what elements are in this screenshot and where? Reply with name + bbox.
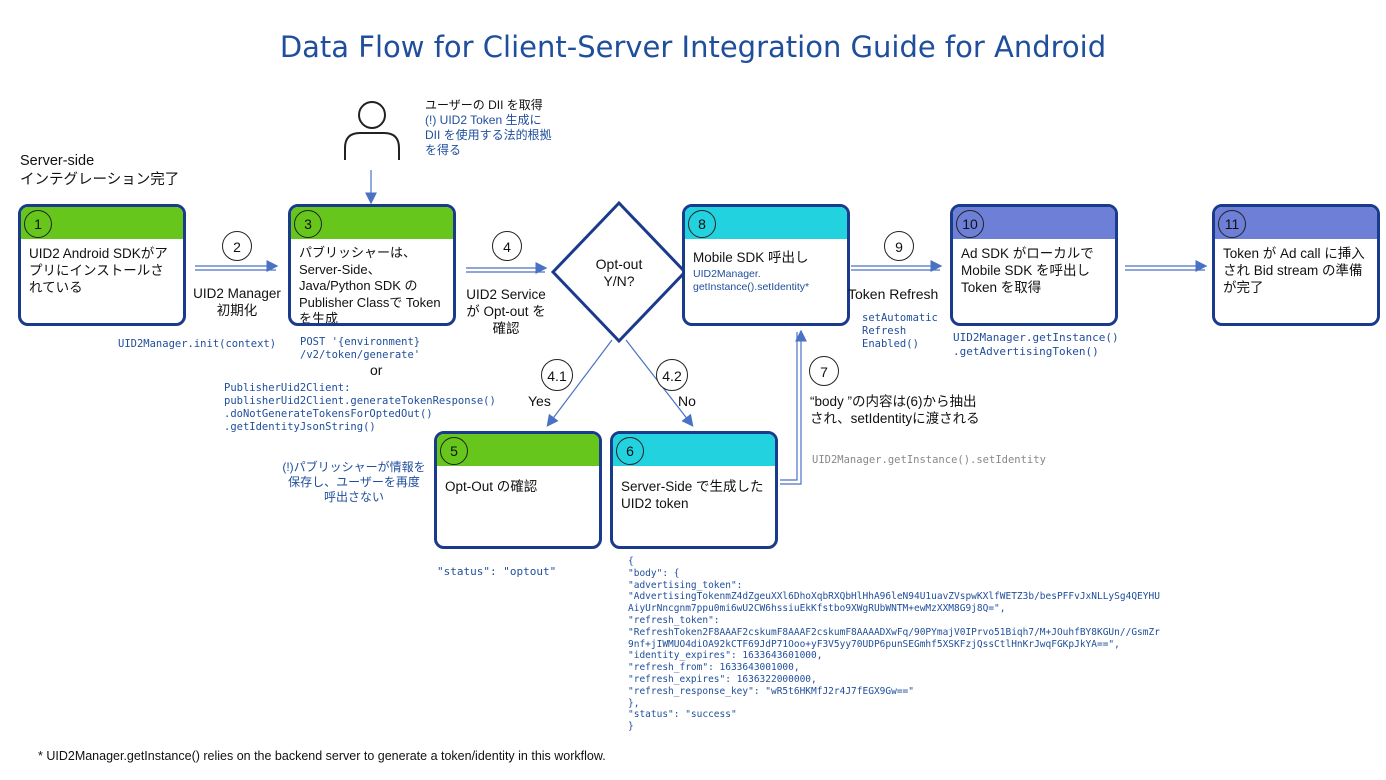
json-line: "body": { [628, 567, 680, 579]
json-line: "identity_expires": 1633643601000, [628, 650, 823, 662]
json-line: 9nf+jIWMUO4diOA92kCTF69JdP71Ooo+yF3V5yy7… [628, 638, 1120, 650]
step-8-box: 8 Mobile SDK 呼出し UID2Manager.getInstance… [682, 204, 850, 326]
step-5-code: "status": "optout" [437, 565, 557, 578]
identity-json-code: {"body": {"advertising_token":"Advertisi… [628, 556, 1160, 733]
json-line: "refresh_expires": 1636322000000, [628, 673, 817, 685]
step-5-note: (!)パブリッシャーが情報を保存し、ユーザーを再度呼出さない [282, 460, 426, 504]
step-7-circle: 7 [809, 356, 839, 386]
step-7-label: “body ”の内容は(6)から抽出され、setIdentityに渡される [810, 394, 980, 426]
step-5-box: 5 Opt-Out の確認 [434, 431, 602, 549]
json-line: } [628, 721, 634, 733]
step-9-circle: 9 [884, 231, 914, 261]
or-label: or [370, 362, 383, 378]
step-10-code: UID2Manager.getInstance().getAdvertising… [953, 331, 1119, 358]
json-line: { [628, 556, 634, 567]
footnote: * UID2Manager.getInstance() relies on th… [38, 749, 606, 763]
step-2-circle: 2 [222, 231, 252, 261]
token-refresh-label: Token Refresh [848, 286, 939, 302]
json-line: AiyUrNncgnm7ppu0mi6wU2CW6hssiuEkKfstbo9X… [628, 603, 1006, 615]
step-1-box: 1 UID2 Android SDKがアプリにインストールされている [18, 204, 186, 326]
page-title: Data Flow for Client-Server Integration … [279, 30, 1107, 64]
step-3-post-code: POST '{environment}/v2/token/generate' [300, 336, 421, 361]
step-2-code: UID2Manager.init(context) [118, 338, 277, 350]
json-line: }, [628, 697, 640, 709]
json-line: "AdvertisingTokenmZ4dZgeuXXl6DhoXqbRXQbH… [628, 591, 1160, 603]
step-4-2-circle: 4.2 [656, 359, 688, 391]
user-dii-note: ユーザーの DII を取得 (!) UID2 Token 生成に DII を使用… [425, 98, 552, 157]
step-3-client-code: PublisherUid2Client:publisherUid2Client.… [224, 382, 496, 433]
step-4-1-circle: 4.1 [541, 359, 573, 391]
step-11-box: 11 Token が Ad call に挿入され Bid stream の準備が… [1212, 204, 1380, 326]
step-4-circle: 4 [492, 231, 522, 261]
json-line: "status": "success" [628, 709, 737, 721]
json-line: "refresh_from": 1633643001000, [628, 662, 800, 674]
step-10-box: 10 Ad SDK がローカルで Mobile SDK を呼出し Token を… [950, 204, 1118, 326]
json-line: "refresh_response_key": "wR5t6HKMfJ2r4J7… [628, 685, 914, 697]
step-6-box: 6 Server-Side で生成したUID2 token [610, 431, 778, 549]
no-label: No [678, 393, 696, 409]
step-7-code: UID2Manager.getInstance().setIdentity [812, 454, 1046, 466]
person-icon [344, 101, 400, 160]
json-line: "refresh_token": [628, 614, 720, 626]
json-line: "advertising_token": [628, 579, 743, 591]
yes-label: Yes [528, 393, 551, 409]
step-3-box: 3 パブリッシャーは、Server-Side、Java/Python SDK の… [288, 204, 456, 326]
json-line: "RefreshToken2F8AAAF2cskumF8AAAF2cskumF8… [628, 626, 1160, 638]
